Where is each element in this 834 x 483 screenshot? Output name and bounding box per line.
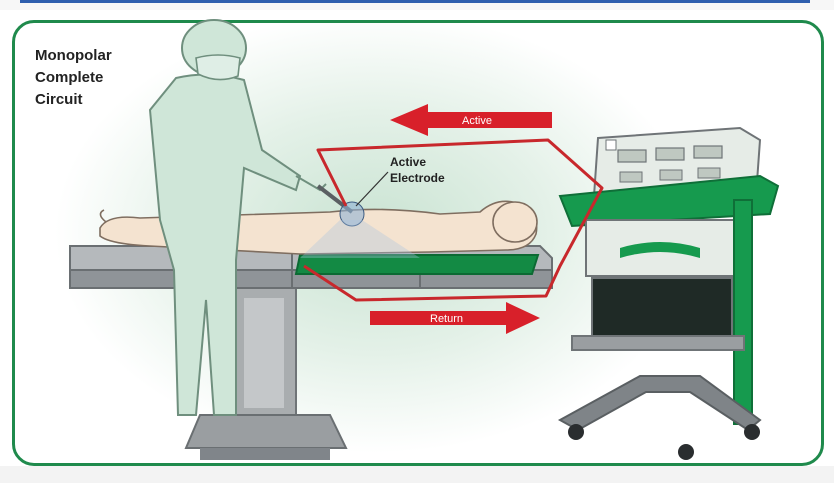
current-spread	[300, 220, 420, 258]
operating-table	[69, 245, 553, 460]
cart-cabinet	[591, 277, 733, 337]
electrode-leader-line	[355, 171, 389, 207]
diagram-title: Monopolar Complete Circuit	[35, 45, 185, 111]
active-arrow: Active	[390, 104, 552, 136]
return-arrow-shape	[370, 302, 540, 334]
table-base	[184, 414, 348, 449]
cart-wheel	[744, 424, 760, 440]
active-arrow-label: Active	[462, 115, 492, 127]
patient-head	[492, 201, 538, 243]
electrosurgical-unit	[557, 126, 780, 460]
cart-post	[733, 199, 753, 425]
surgeon-mask	[195, 54, 241, 81]
cart-wheel	[568, 424, 584, 440]
cart-wheel	[678, 444, 694, 460]
top-accent-line	[20, 0, 810, 3]
top-bar	[0, 0, 834, 10]
bottom-strip	[0, 466, 834, 483]
title-line-3: Circuit	[35, 91, 83, 108]
electrode-label-line-1: Active	[390, 155, 426, 169]
cart-shelf-top	[558, 174, 780, 228]
title-line-1: Monopolar	[35, 47, 112, 64]
table-column-highlight	[244, 298, 284, 408]
electrode-label-line-2: Electrode	[390, 171, 445, 185]
table-foot	[200, 448, 330, 460]
return-arrow-label: Return	[430, 313, 463, 325]
circuit-wire	[303, 138, 604, 302]
active-electrode-label: Active Electrode	[355, 155, 445, 207]
surgeon	[148, 19, 354, 416]
return-pad	[294, 254, 540, 275]
active-arrow-shape	[390, 104, 552, 136]
title-line-2: Complete	[35, 69, 104, 86]
cart-base	[557, 375, 762, 432]
electrode-contact-point	[339, 201, 365, 227]
return-arrow: Return	[370, 302, 540, 334]
